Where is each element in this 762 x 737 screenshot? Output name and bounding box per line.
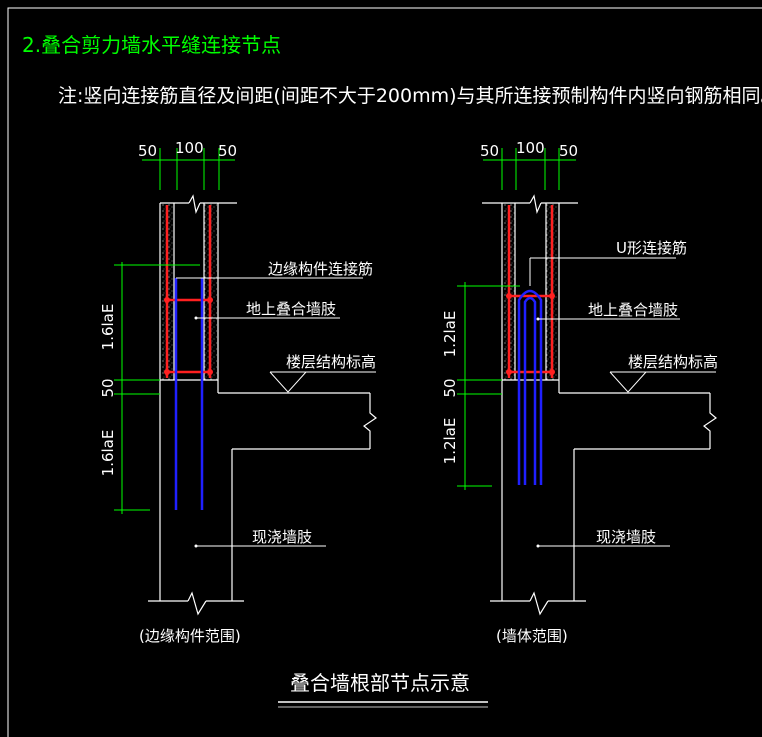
right-dim-top-1: 50 [480,142,499,160]
left-dim-top-3: 50 [218,142,237,160]
left-leaders [176,277,376,547]
left-detail: 50 100 50 [99,139,378,645]
right-leaders [529,257,716,547]
left-rebar-dots [164,297,213,375]
left-dim-top-1: 50 [138,142,157,160]
right-wall-outline [482,194,718,616]
right-label-rebar: U形连接筋 [616,239,687,257]
drawing-title: 2.叠合剪力墙水平缝连接节点 [22,33,281,57]
drawing-frame [7,7,762,737]
left-dim-side-3: 1.6laE [99,430,117,477]
left-top-dimension [142,148,235,190]
right-dim-top-3: 50 [559,142,578,160]
left-wall-outline [148,194,378,616]
right-label-cast-wall: 现浇墙肢 [596,528,656,546]
left-connection-rebar [174,278,204,510]
right-label-upper-wall: 地上叠合墙肢 [588,301,678,319]
right-caption: (墙体范围) [496,627,568,645]
drawing-note: 注:竖向连接筋直径及间距(间距不大于200mm)与其所连接预制构件内竖向钢筋相同… [58,85,762,107]
right-dim-side-2: 50 [441,378,459,397]
right-u-rebar [517,289,543,485]
left-label-rebar: 边缘构件连接筋 [268,260,373,278]
right-side-dimension [457,282,520,490]
left-caption: (边缘构件范围) [139,627,241,645]
right-dim-side-1: 1.2laE [441,311,459,358]
left-label-cast-wall: 现浇墙肢 [252,528,312,546]
left-side-dimension [114,262,200,514]
right-label-floor-level: 楼层结构标高 [628,353,718,371]
right-detail: 50 100 50 [441,139,718,645]
right-top-dimension [483,148,576,190]
left-dim-top-2: 100 [175,139,204,157]
right-rebar-dots [506,293,555,375]
right-dim-top-2: 100 [516,139,545,157]
left-label-upper-wall: 地上叠合墙肢 [246,300,336,318]
right-dim-side-3: 1.2laE [441,418,459,465]
right-precast-rebar [507,205,554,378]
left-label-floor-level: 楼层结构标高 [286,353,376,371]
left-dim-side-2: 50 [99,378,117,397]
left-dim-side-1: 1.6laE [99,304,117,351]
footer-title: 叠合墙根部节点示意 [290,671,470,695]
